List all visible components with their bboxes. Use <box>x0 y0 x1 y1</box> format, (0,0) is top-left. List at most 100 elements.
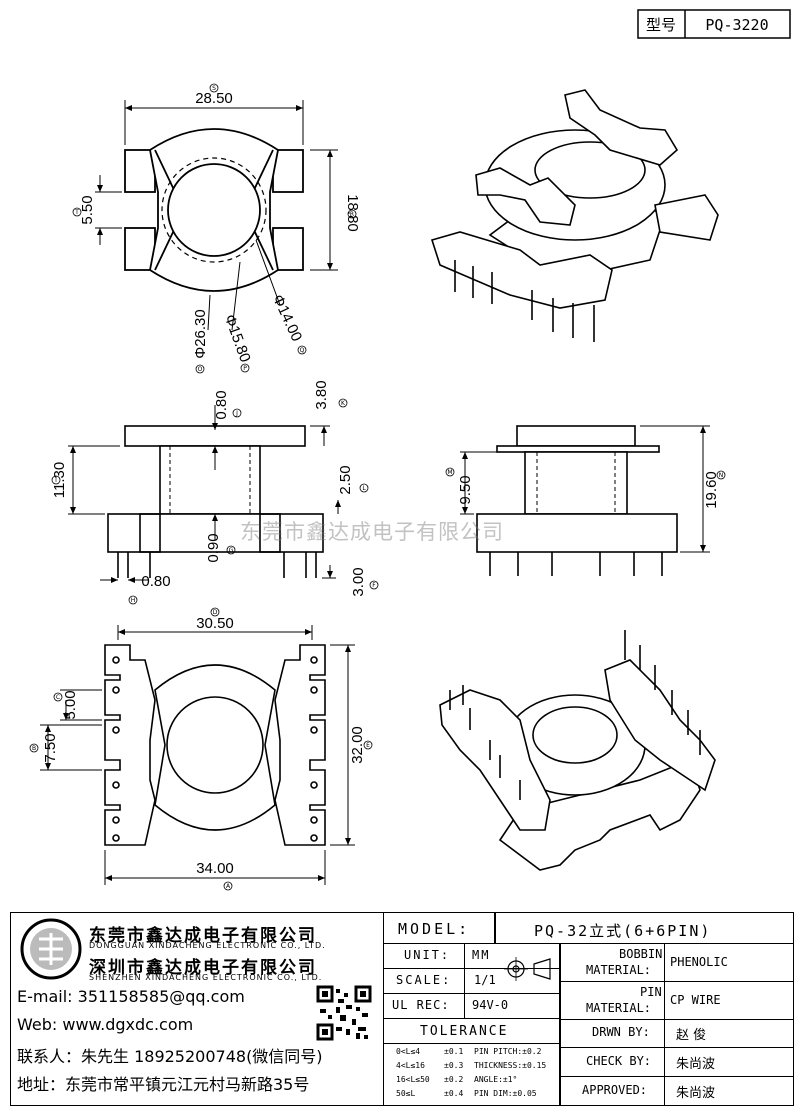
top-view-dims <box>95 100 338 331</box>
scale-label: SCALE: <box>396 973 452 987</box>
marker-G: G <box>229 547 234 554</box>
company-en-2: SHENZHEN XINDACHENG ELECTRONIC CO., LTD. <box>89 973 323 982</box>
scale-value: 1/1 <box>474 973 496 987</box>
marker-M: M <box>447 469 452 476</box>
dim-side-total: 19.60 <box>703 471 720 509</box>
company-name-1: 东莞市鑫达成电子有限公司 <box>89 926 317 946</box>
ulrec-value: 94V-0 <box>472 998 509 1012</box>
watermark: 东莞市鑫达成电子有限公司 <box>240 520 504 544</box>
tol-row-2-range: 4<L≤16 <box>396 1061 425 1070</box>
title-block: 东莞市鑫达成电子有限公司 DONGGUAN XINDACHENG ELECTRO… <box>10 912 794 1106</box>
pin-label-2: MATERIAL: <box>586 1001 652 1015</box>
dim-bottom-slot1: 5.00 <box>62 690 79 719</box>
front-view-dims <box>68 405 341 583</box>
ulrec-label: UL REC: <box>392 998 450 1012</box>
marker-N: N <box>719 472 724 479</box>
marker-bubbles-side <box>445 467 726 480</box>
marker-Q: Q <box>300 347 305 354</box>
tol-row-1-note: PIN PITCH:±0.2 <box>474 1047 542 1056</box>
dim-bottom-width-bot: 34.00 <box>196 860 234 877</box>
tol-row-2-note: THICKNESS:±0.15 <box>474 1061 547 1070</box>
dim-front-pin: 0.80 <box>141 573 170 590</box>
dim-front-wall: 0.90 <box>205 533 222 562</box>
dim-bottom-height: 32.00 <box>349 726 366 764</box>
dim-side-inner: 9.50 <box>457 475 474 504</box>
marker-R: R <box>350 211 354 218</box>
tol-row-1-value: ±0.1 <box>444 1047 464 1056</box>
tol-row-2-value: ±0.3 <box>444 1061 464 1070</box>
marker-O: O <box>198 366 203 373</box>
drwn-label: DRWN BY: <box>592 1025 650 1039</box>
projection-symbol <box>504 947 554 995</box>
dim-top-d-outer: Φ26.30 <box>192 309 209 359</box>
qr-code <box>316 985 372 1041</box>
marker-bubbles-top <box>72 83 357 374</box>
unit-value: MM <box>472 948 491 962</box>
tolerance-label: TOLERANCE <box>420 1024 509 1039</box>
dim-front-pin-len: 3.00 <box>350 567 367 596</box>
tol-row-3-range: 16<L≤50 <box>396 1075 430 1084</box>
marker-K: K <box>341 400 346 407</box>
bobbin-value: PHENOLIC <box>670 955 728 969</box>
tol-row-3-note: ANGLE:±1° <box>474 1075 518 1084</box>
dim-bottom-width-top: 30.50 <box>196 615 234 632</box>
marker-J: J <box>235 410 238 417</box>
check-label: CHECK BY: <box>586 1054 652 1068</box>
dim-top-d-mid: Φ15.80 <box>221 312 254 364</box>
dim-top-d-inner: Φ14.00 <box>269 292 305 344</box>
marker-C: C <box>56 694 60 701</box>
bobbin-label-1: BOBBIN <box>619 947 663 961</box>
unit-label: UNIT: <box>404 948 451 962</box>
pin-value: CP WIRE <box>670 993 721 1007</box>
dim-top-width: 28.50 <box>195 90 233 107</box>
marker-A: A <box>226 883 231 890</box>
marker-B: B <box>32 745 36 752</box>
tol-row-1-range: 0<L≤4 <box>396 1047 421 1056</box>
model-label: MODEL: <box>398 920 471 938</box>
marker-E: E <box>366 742 370 749</box>
company-name-2: 深圳市鑫达成电子有限公司 <box>89 958 317 978</box>
model-box-label: 型号 <box>646 16 676 34</box>
side-view <box>476 425 678 576</box>
tol-row-4-note: PIN DIM:±0.05 <box>474 1089 537 1098</box>
company-contact: 联系人：朱先生 18925200748(微信同号) <box>17 1047 323 1066</box>
company-address: 地址：东莞市常平镇元江元村马新路35号 <box>17 1075 310 1094</box>
marker-bubbles-bottom <box>29 607 373 891</box>
bobbin-label-2: MATERIAL: <box>586 963 652 977</box>
dim-front-total: 11.30 <box>51 462 68 498</box>
spec-grid: MODEL: PQ-32立式(6+6PIN) UNIT: MM SCALE: 1… <box>383 913 794 1105</box>
drwn-value: 赵 俊 <box>676 1028 707 1043</box>
dim-top-height: 18.80 <box>344 194 361 232</box>
model-box: 型号 PQ-3220 <box>637 9 791 39</box>
approved-label: APPROVED: <box>582 1083 648 1097</box>
pin-label-1: PIN <box>640 985 662 999</box>
tol-row-4-value: ±0.4 <box>444 1089 464 1098</box>
check-value: 朱尚波 <box>676 1057 716 1072</box>
marker-L: L <box>362 485 366 492</box>
dim-front-gap: 2.50 <box>337 465 354 494</box>
iso-view-top <box>430 89 719 342</box>
marker-F: F <box>372 582 376 589</box>
technical-drawing: 型号 PQ-3220 28.50 18.80 5.50 Φ26.30 Φ15.8… <box>29 9 791 891</box>
marker-S: S <box>212 85 216 92</box>
marker-H: H <box>131 597 136 604</box>
dim-top-slot: 5.50 <box>79 195 96 224</box>
model-box-value: PQ-3220 <box>705 16 768 34</box>
side-view-dims <box>460 425 710 553</box>
company-email: E-mail: 351158585@qq.com <box>17 987 245 1006</box>
marker-bubbles-front <box>51 398 379 605</box>
bottom-view-dims <box>40 625 355 885</box>
company-logo <box>19 917 83 981</box>
iso-view-bottom <box>439 630 716 871</box>
top-view <box>124 128 304 292</box>
marker-I: I <box>55 477 57 484</box>
approved-value: 朱尚波 <box>676 1086 716 1101</box>
dim-front-flange-h: 3.80 <box>313 380 330 409</box>
model-value: PQ-32立式(6+6PIN) <box>534 922 712 940</box>
dim-front-flange-top: 0.80 <box>213 390 230 419</box>
marker-T: T <box>74 209 79 216</box>
company-en-1: DONGGUAN XINDACHENG ELECTRONIC CO., LTD. <box>89 941 326 950</box>
tol-row-3-value: ±0.2 <box>444 1075 464 1084</box>
marker-D: D <box>213 609 218 616</box>
tol-row-4-range: 50≤L <box>396 1089 416 1098</box>
